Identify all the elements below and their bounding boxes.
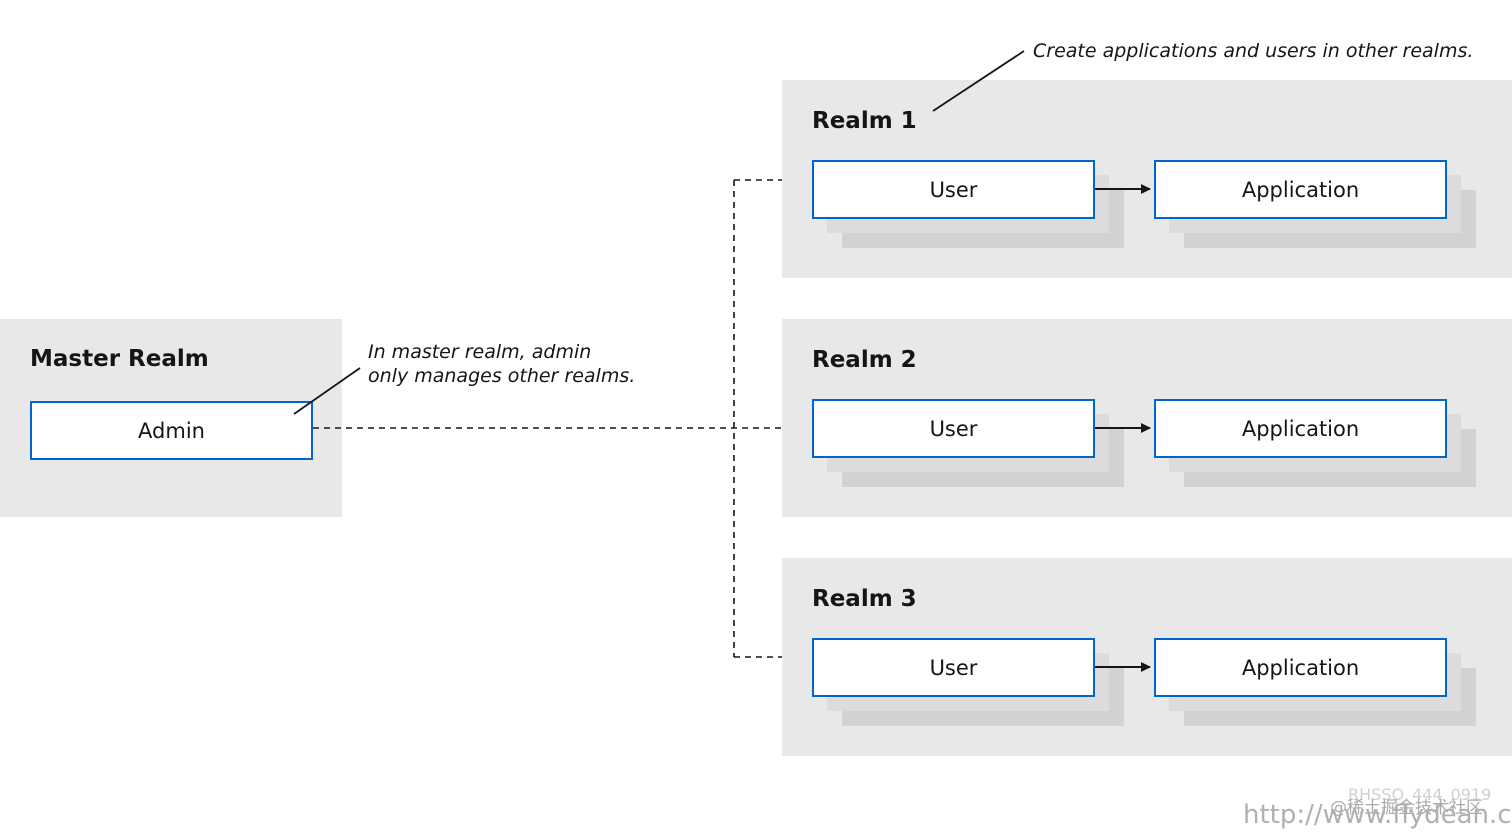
realm-1-user-box: User — [812, 160, 1095, 219]
watermark-url: http://www.flydean.com — [1243, 800, 1512, 830]
admin-to-realms-connector — [313, 179, 782, 658]
user-to-application-arrows — [1095, 184, 1151, 672]
realms-note-leader-line — [932, 50, 1025, 112]
master-note-leader-line — [293, 367, 361, 415]
watermark-code: RHSSO_444_0919 — [1348, 785, 1492, 804]
realm-2-title: Realm 2 — [812, 347, 917, 373]
admin-box: Admin — [30, 401, 313, 460]
master-realm-panel: Master Realm Admin — [0, 319, 342, 517]
realm-3-user-box: User — [812, 638, 1095, 697]
watermark-community: @稀土掘金技术社区 — [1330, 798, 1483, 818]
realm-3-panel: Realm 3 User Application — [782, 558, 1512, 756]
realm-1-application-box: Application — [1154, 160, 1447, 219]
realm-3-application-box: Application — [1154, 638, 1447, 697]
master-realm-note-line-1: In master realm, admin — [368, 341, 592, 363]
realm-3-title: Realm 3 — [812, 586, 917, 612]
other-realms-note: Create applications and users in other r… — [1033, 40, 1474, 62]
realm-2-application-box: Application — [1154, 399, 1447, 458]
realm-2-user-box: User — [812, 399, 1095, 458]
master-realm-note: In master realm, admin only manages othe… — [368, 340, 635, 388]
master-realm-title: Master Realm — [30, 346, 209, 372]
realm-2-panel: Realm 2 User Application — [782, 319, 1512, 517]
realm-1-title: Realm 1 — [812, 108, 917, 134]
realm-1-panel: Realm 1 User Application — [782, 80, 1512, 278]
master-realm-note-line-2: only manages other realms. — [368, 365, 636, 387]
